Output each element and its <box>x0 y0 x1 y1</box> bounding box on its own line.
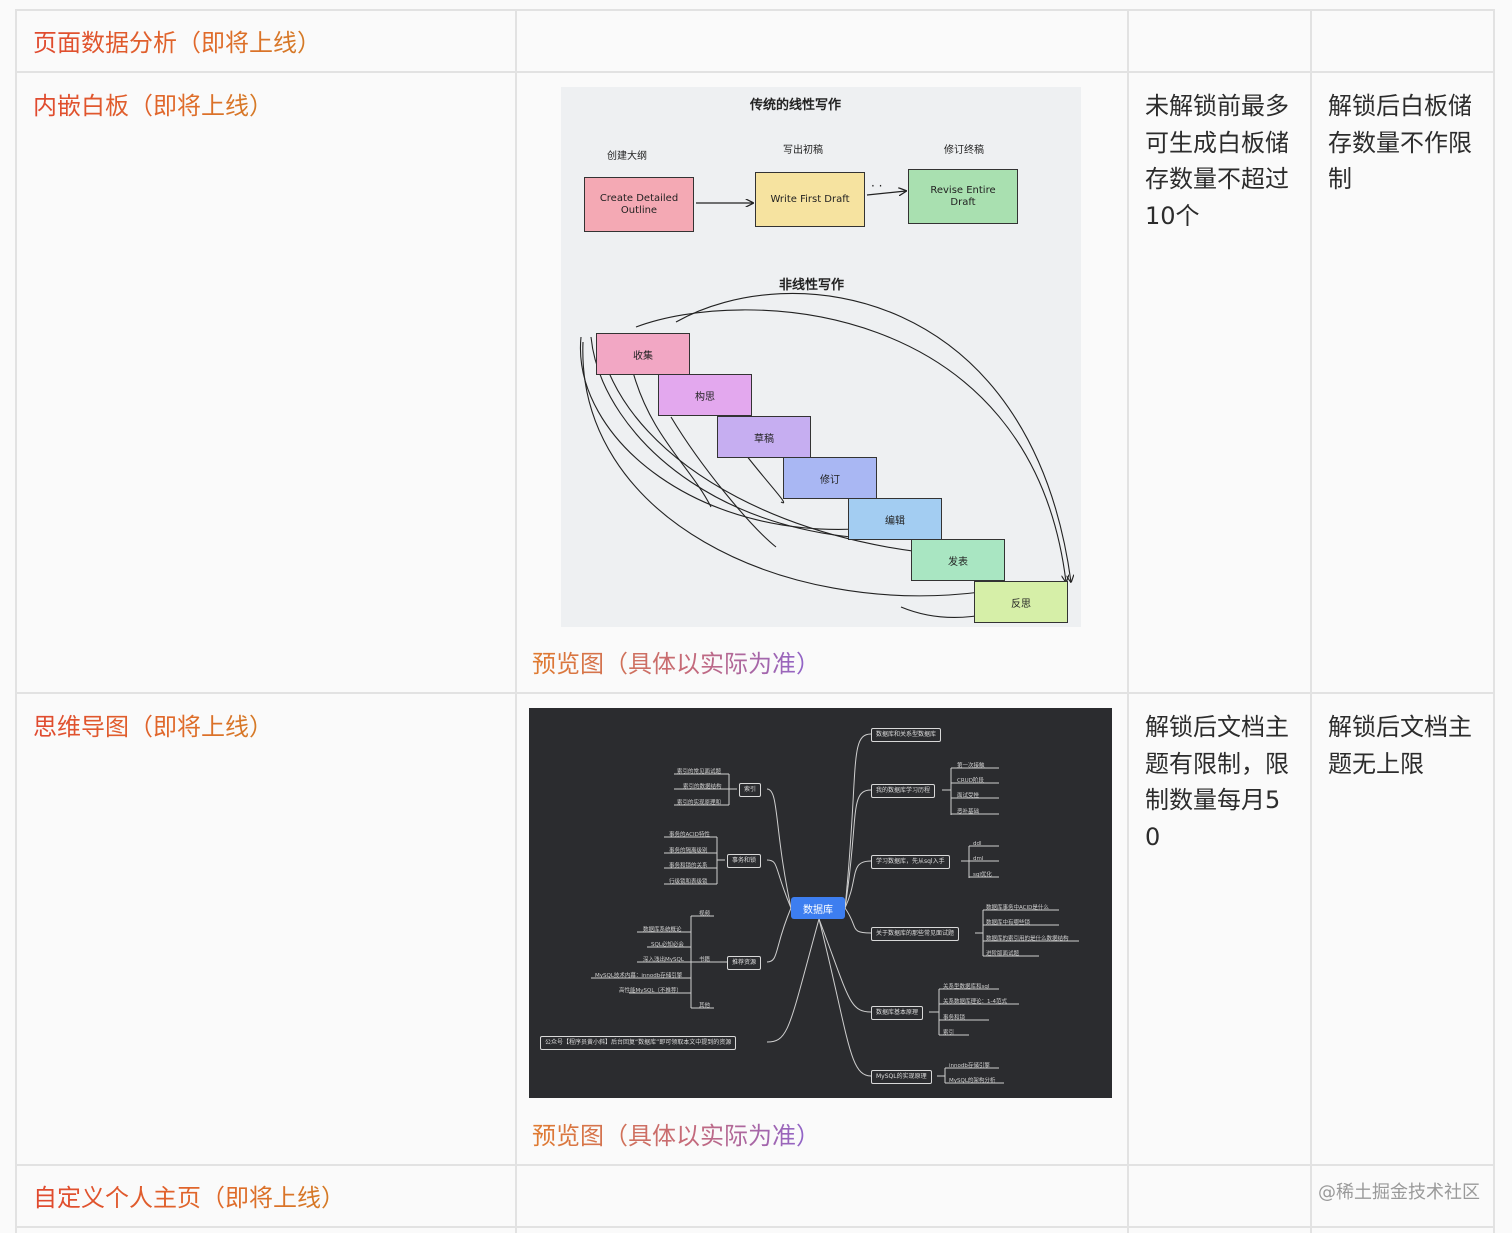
mindmap-root-node: 数据库 <box>791 897 845 919</box>
mindmap-leaf: 进阶版面试题 <box>986 951 1020 957</box>
mindmap-leaf: 数据库中有哪些锁 <box>986 920 1031 926</box>
col-divider <box>1127 9 1129 1233</box>
mindmap-leaf: ddl <box>973 841 982 847</box>
mindmap-leaf: 恶补基础 <box>957 809 980 815</box>
step-collect: 收集 <box>596 333 690 375</box>
mindmap-node: 公众号【程序员黄小斜】后台回复“数据库”即可领取本文中提到的资源 <box>540 1036 737 1050</box>
label-draft: 写出初稿 <box>783 145 823 156</box>
box-write-draft: Write First Draft <box>755 172 865 227</box>
box-create-outline: Create Detailed Outline <box>584 177 694 232</box>
mindmap-leaf: dml <box>973 856 984 862</box>
mindmap-preview-caption: 预览图（具体以实际为准） <box>532 1118 820 1154</box>
mindmap-limit-before: 解锁后文档主题有限制，限制数量每月50 <box>1145 713 1289 851</box>
mindmap-leaf: 数据库事务中ACID是什么 <box>986 905 1049 911</box>
mindmap-leaf: 数据库系统概论 <box>643 927 682 933</box>
mindmap-leaf: 索引 <box>943 1030 955 1036</box>
col-divider <box>515 9 517 1233</box>
mindmap-node: 我的数据库学习历程 <box>871 784 936 798</box>
mindmap-leaf: 事务和锁的关系 <box>669 863 708 869</box>
row-divider <box>16 692 1494 694</box>
whiteboard-preview-image: 传统的线性写作 创建大纲 写出初稿 修订终稿 Create Detailed O… <box>561 87 1081 627</box>
row-divider <box>16 71 1494 73</box>
mindmap-leaf: 关系型数据库和sql <box>943 984 990 990</box>
mindmap-leaf: SQL必知必会 <box>651 942 684 948</box>
box-revise-draft: Revise Entire Draft <box>908 169 1018 224</box>
mindmap-leaf: 其他 <box>699 1003 711 1009</box>
mindmap-leaf: 行级锁和表级锁 <box>669 879 708 885</box>
step-revise: 修订 <box>783 457 877 499</box>
label-outline: 创建大纲 <box>607 151 647 162</box>
table-border-left <box>15 9 17 1233</box>
mindmap-leaf: 关系数据库理论：1-4范式 <box>943 999 1007 1005</box>
nonlinear-writing-title: 非线性写作 <box>779 278 845 293</box>
mindmap-node: 推荐资源 <box>727 956 762 970</box>
linear-writing-title: 传统的线性写作 <box>750 98 842 113</box>
mindmap-leaf: 书籍 <box>699 957 711 963</box>
step-reflect: 反思 <box>974 581 1068 623</box>
mindmap-leaf: innodb存储引擎 <box>949 1063 990 1069</box>
mindmap-leaf: MySQL的架构分析 <box>949 1078 996 1084</box>
mindmap-leaf: CRUD阶段 <box>957 778 984 784</box>
step-publish: 发表 <box>911 539 1005 581</box>
mindmap-leaf: 深入浅出MySQL <box>643 957 684 963</box>
mindmap-leaf: 高性能MySQL（不推荐） <box>619 988 682 994</box>
mindmap-leaf: 面试受挫 <box>957 793 980 799</box>
mindmap-node: 学习数据库，先从sql入手 <box>871 855 950 869</box>
mindmap-limit-after: 解锁后文档主题无上限 <box>1328 713 1472 778</box>
row-divider <box>16 1164 1494 1166</box>
label-revise: 修订终稿 <box>944 145 984 156</box>
ellipsis: · · <box>871 179 883 193</box>
table-border-top <box>16 9 1494 11</box>
mindmap-node: MySQL的实现原理 <box>871 1070 932 1084</box>
mindmap-leaf: 事务的ACID特性 <box>669 832 710 838</box>
mindmap-leaf: sql优化 <box>973 872 992 878</box>
mindmap-node: 关于数据库的那些常见面试题 <box>871 927 960 941</box>
mindmap-leaf: MySQL技术内幕：innodb存储引擎 <box>595 973 683 979</box>
mindmap-leaf: 第一次接触 <box>957 763 985 769</box>
feature-custom-homepage: 自定义个人主页（即将上线） <box>33 1180 345 1216</box>
col-divider <box>1310 9 1312 1233</box>
row-divider <box>16 1226 1494 1228</box>
mindmap-branches <box>591 733 1079 1084</box>
whiteboard-limit-after: 解锁后白板储存数量不作限制 <box>1328 92 1472 193</box>
mindmap-leaf: 事务的隔离级别 <box>669 848 708 854</box>
watermark: @稀土掘金技术社区 <box>1318 1182 1480 1203</box>
step-edit: 编辑 <box>848 498 942 540</box>
whiteboard-arrows <box>579 87 1081 619</box>
mindmap-leaf: 视频 <box>699 911 711 917</box>
mindmap-node: 索引 <box>739 783 762 797</box>
mindmap-leaf: 数据库的索引用的是什么数据结构 <box>986 936 1069 942</box>
mindmap-node: 事务和锁 <box>727 854 762 868</box>
mindmap-node: 数据库基本原理 <box>871 1006 924 1020</box>
feature-page-analytics: 页面数据分析（即将上线） <box>33 25 321 61</box>
whiteboard-limit-before: 未解锁前最多可生成白板储存数量不超过10个 <box>1145 92 1289 230</box>
feature-whiteboard: 内嵌白板（即将上线） <box>33 88 273 124</box>
mindmap-preview-image: 数据库 数据库和关系型数据库 我的数据库学习历程 学习数据库，先从sql入手 关… <box>529 708 1112 1098</box>
mindmap-leaf: 索引的数据结构 <box>683 784 722 790</box>
mindmap-leaf: 索引的常见面试题 <box>677 769 722 775</box>
whiteboard-preview-caption: 预览图（具体以实际为准） <box>532 646 820 682</box>
mindmap-leaf: 索引的实现原理和 <box>677 800 722 806</box>
feature-mindmap: 思维导图（即将上线） <box>33 709 273 745</box>
step-draft: 草稿 <box>717 416 811 458</box>
table-border-right <box>1493 9 1495 1233</box>
step-ideate: 构思 <box>658 374 752 416</box>
mindmap-leaf: 事务和锁 <box>943 1015 966 1021</box>
mindmap-node: 数据库和关系型数据库 <box>871 728 942 742</box>
